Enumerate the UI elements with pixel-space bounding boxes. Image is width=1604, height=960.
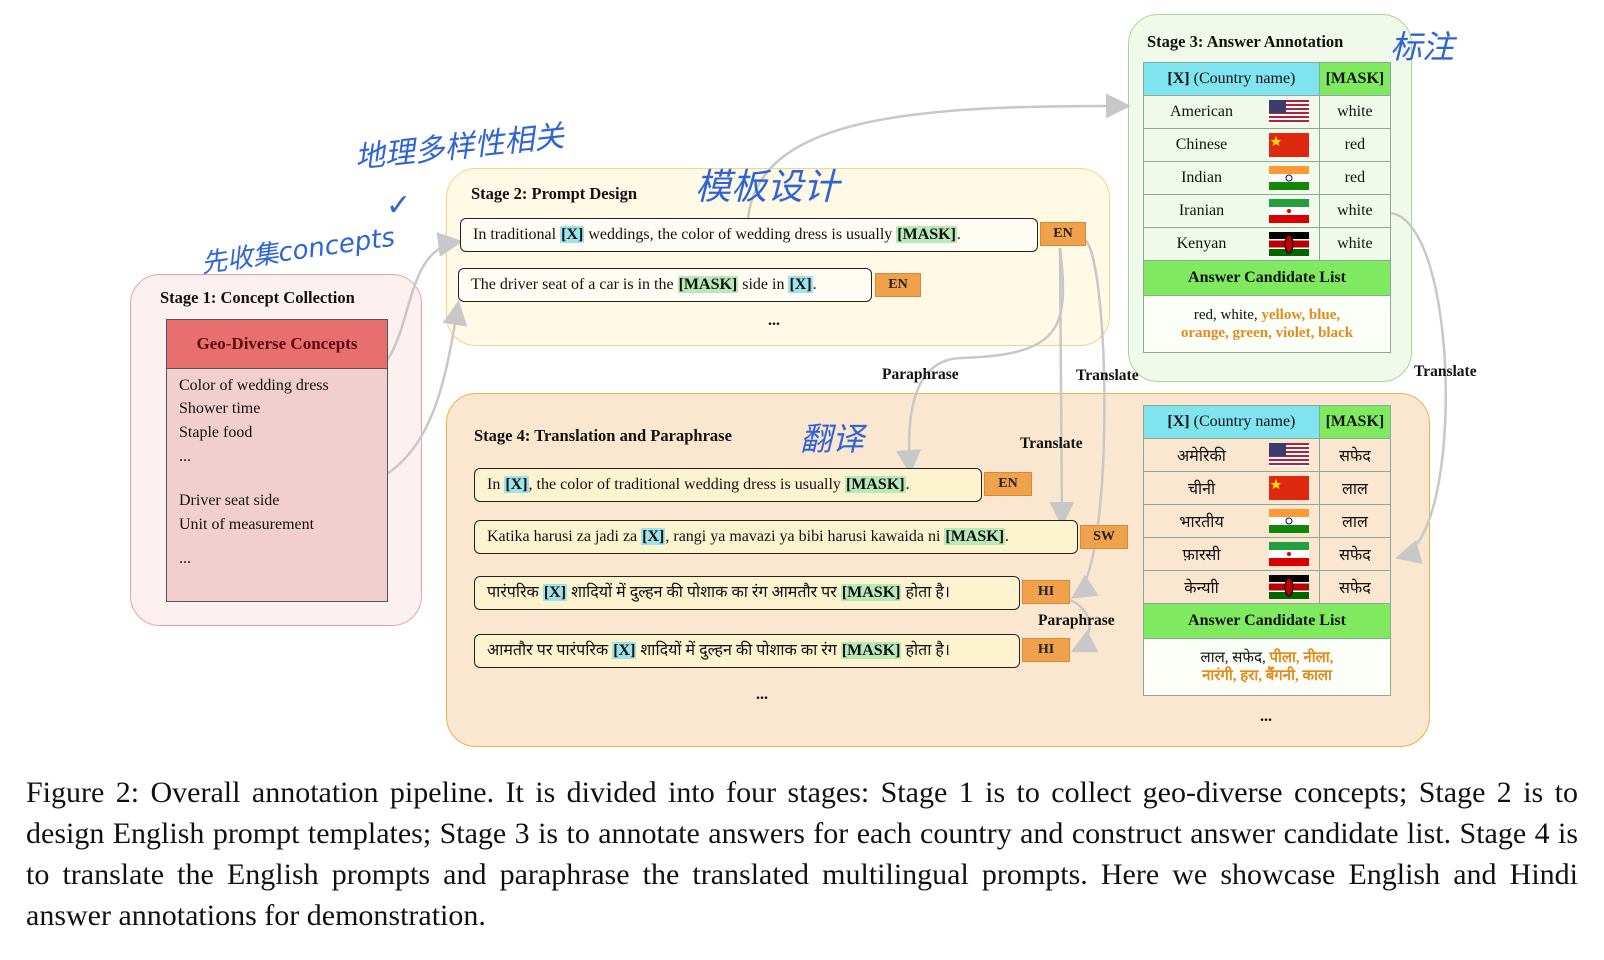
stage4-ellipsis: ... [756, 686, 768, 703]
concept-item: Driver seat side [179, 492, 280, 509]
stage1-title: Stage 1: Concept Collection [160, 288, 355, 307]
prompt-en-2: The driver seat of a car is in the [MASK… [458, 268, 872, 302]
stage2-ellipsis: ... [768, 312, 780, 329]
col-header-mask: [MASK] [1318, 405, 1392, 439]
concept-item: Shower time [179, 400, 261, 417]
lang-tag-hi: HI [1022, 638, 1070, 662]
kenya-flag-icon [1268, 232, 1309, 256]
china-flag-icon [1268, 476, 1309, 500]
stage4-annotation-table: [X] (Country name) [MASK] अमेरिकी सफेद च… [1143, 405, 1392, 696]
concept-item: Staple food [179, 424, 253, 441]
arrow-paraphrase-hi [1069, 598, 1099, 653]
concept-item: Color of wedding dress [179, 377, 329, 394]
figure-caption: Figure 2: Overall annotation pipeline. I… [26, 776, 1578, 932]
stage2-panel [446, 168, 1110, 346]
handwritten-note: 模板设计 [695, 167, 840, 208]
us-flag-icon [1268, 100, 1309, 124]
prompt-sw: Katika harusi za jadi za [X], rangi ya m… [474, 520, 1078, 554]
arrow-translate-sw [1049, 247, 1075, 527]
stage4-table-ellipsis: ... [1260, 708, 1272, 725]
arrow-paraphrase-en [896, 247, 1065, 475]
concept-ellipsis: ... [179, 448, 191, 465]
edge-label-translate: Translate [1020, 435, 1083, 452]
handwritten-note: 标注 [1390, 28, 1455, 66]
arrow-translate-hi [1070, 239, 1106, 599]
check-mark-icon: ✓ [386, 188, 412, 223]
concept-item: Unit of measurement [179, 516, 315, 533]
lang-tag-hi: HI [1022, 580, 1070, 604]
stage4-title: Stage 4: Translation and Paraphrase [474, 426, 732, 445]
candidate-list: लाल, सफेद, पीला, नीला,नारंगी, हरा, बैंगन… [1143, 638, 1391, 696]
concepts-box: Geo-Diverse Concepts Color of wedding dr… [166, 319, 388, 602]
prompt-en-1: In traditional [X] weddings, the color o… [460, 218, 1038, 252]
india-flag-icon [1268, 166, 1309, 190]
edge-label-paraphrase: Paraphrase [1038, 612, 1115, 629]
lang-tag-sw: SW [1080, 525, 1128, 549]
lang-tag-en: EN [984, 472, 1032, 496]
iran-flag-icon [1268, 542, 1309, 566]
candidate-list-header: Answer Candidate List [1143, 260, 1391, 296]
candidate-list-header: Answer Candidate List [1143, 603, 1391, 639]
prompt-hi-1: पारंपरिक [X] शादियों में दुल्हन की पोशाक… [474, 576, 1020, 610]
prompt-hi-2: आमतौर पर पारंपरिक [X] शादियों में दुल्हन… [474, 634, 1020, 668]
edge-label-translate: Translate [1076, 367, 1139, 384]
concept-ellipsis: ... [179, 550, 191, 567]
col-header-country: [X] (Country name) [1143, 62, 1320, 96]
india-flag-icon [1268, 509, 1309, 533]
col-header-country: [X] (Country name) [1143, 405, 1320, 439]
lang-tag-en: EN [875, 273, 921, 297]
edge-label-translate: Translate [1414, 363, 1477, 380]
stage3-annotation-table: [X] (Country name) [MASK] American white… [1143, 62, 1392, 353]
iran-flag-icon [1268, 199, 1309, 223]
candidate-list: red, white, yellow, blue,orange, green, … [1143, 295, 1391, 353]
stage3-title: Stage 3: Answer Annotation [1147, 32, 1344, 51]
china-flag-icon [1268, 133, 1309, 157]
concepts-header: Geo-Diverse Concepts [167, 320, 387, 369]
stage2-title: Stage 2: Prompt Design [471, 184, 638, 203]
lang-tag-en: EN [1040, 222, 1086, 246]
edge-label-paraphrase: Paraphrase [882, 366, 959, 383]
col-header-mask: [MASK] [1318, 62, 1392, 96]
us-flag-icon [1268, 443, 1309, 467]
arrow-prompt1-to-stage3 [746, 93, 1131, 219]
prompt-en-paraphrase: In [X], the color of traditional wedding… [474, 468, 982, 502]
kenya-flag-icon [1268, 575, 1309, 599]
handwritten-note: 翻译 [800, 420, 865, 458]
arrow-translate-table [1389, 211, 1447, 564]
